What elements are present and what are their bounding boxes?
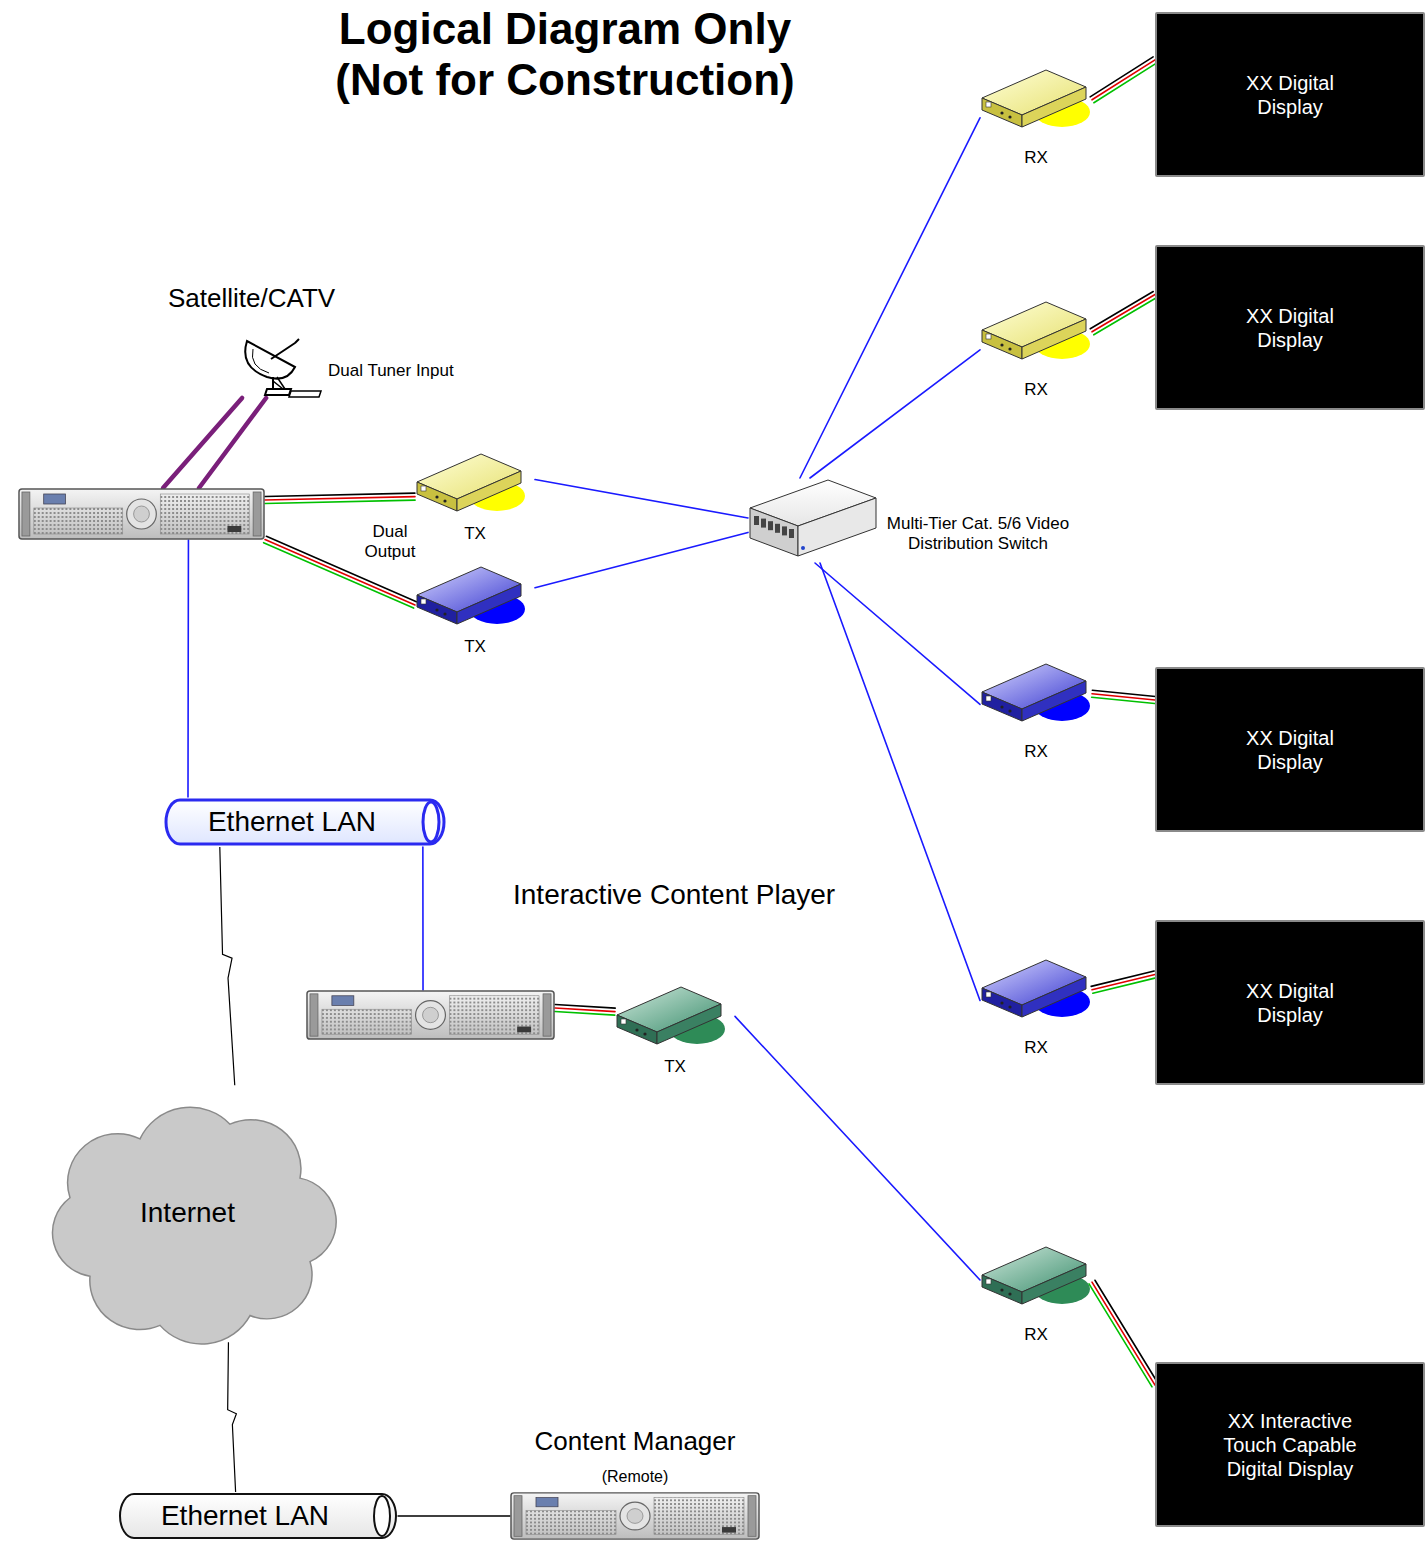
digital-display: XX Digital Display xyxy=(1155,12,1425,177)
device-icon xyxy=(980,1245,1090,1309)
node-label: Multi-Tier Cat. 5/6 Video Distribution S… xyxy=(878,514,1078,555)
node-label: RX xyxy=(980,742,1092,762)
headend-server: Dual Output xyxy=(18,488,265,540)
cable-link xyxy=(1090,57,1157,103)
digital-display: XX Digital Display xyxy=(1155,667,1425,832)
node-label: Dual Tuner Input xyxy=(328,361,454,381)
receiver-box: RX xyxy=(980,662,1092,768)
cable-link xyxy=(555,1005,615,1016)
node-label: Dual Output xyxy=(350,522,430,563)
server-icon xyxy=(510,1492,760,1540)
receiver-box: RX xyxy=(980,958,1092,1064)
cable-link xyxy=(220,847,235,1085)
digital-display: XX Digital Display xyxy=(1155,920,1425,1085)
cable-link xyxy=(163,398,266,488)
content-manager-server: Content Manager(Remote) xyxy=(510,1492,760,1540)
cable-link xyxy=(1089,1280,1158,1387)
server-icon xyxy=(306,990,555,1040)
node-label: (Remote) xyxy=(510,1467,760,1486)
cable-link xyxy=(535,480,748,518)
transmitter-box: TX xyxy=(415,565,535,660)
cable-link xyxy=(398,1516,510,1517)
cable-link xyxy=(535,532,748,587)
node-label: RX xyxy=(980,148,1092,168)
node-label: RX xyxy=(980,380,1092,400)
device-icon xyxy=(415,565,525,629)
node-label: Content Manager xyxy=(510,1426,760,1457)
node-label: Satellite/CATV xyxy=(168,283,335,314)
device-icon xyxy=(980,958,1090,1022)
node-label: RX xyxy=(980,1038,1092,1058)
node-label: XX Digital Display xyxy=(1230,304,1350,352)
cable-link xyxy=(1091,971,1156,993)
transmitter-box: TX xyxy=(415,452,535,547)
switch-icon xyxy=(748,478,878,560)
distribution-switch: Multi-Tier Cat. 5/6 Video Distribution S… xyxy=(748,478,1083,563)
device-icon xyxy=(615,985,725,1049)
ethernet-lan: Ethernet LAN xyxy=(163,797,447,847)
diagram-title: Logical Diagram Only (Not for Constructi… xyxy=(305,4,825,105)
receiver-box: RX xyxy=(980,300,1092,406)
device-icon xyxy=(980,300,1090,364)
node-label: Internet xyxy=(140,1196,235,1230)
cable-link xyxy=(265,493,415,503)
receiver-box: RX xyxy=(980,68,1092,174)
node-label: Interactive Content Player xyxy=(513,878,835,912)
transmitter-box: TX xyxy=(615,985,735,1080)
device-icon xyxy=(980,68,1090,132)
node-label: XX Digital Display xyxy=(1230,71,1350,119)
node-label: TX xyxy=(415,524,535,544)
node-label: TX xyxy=(615,1057,735,1077)
cable-link xyxy=(810,350,980,478)
satellite-dish: Satellite/CATV Dual Tuner Input xyxy=(165,283,495,398)
cable-link xyxy=(820,563,980,1000)
node-label: RX xyxy=(980,1325,1092,1345)
digital-display: XX Interactive Touch Capable Digital Dis… xyxy=(1155,1362,1425,1527)
node-label: XX Interactive Touch Capable Digital Dis… xyxy=(1213,1409,1368,1481)
satellite-dish-icon xyxy=(237,333,323,399)
node-label: Ethernet LAN xyxy=(208,805,376,839)
digital-display: XX Digital Display xyxy=(1155,245,1425,410)
cable-link xyxy=(1092,690,1156,703)
node-label: TX xyxy=(415,637,535,657)
cable-link xyxy=(735,1016,980,1280)
node-label: Ethernet LAN xyxy=(161,1499,329,1533)
cable-link xyxy=(800,118,980,478)
device-icon xyxy=(980,662,1090,726)
device-icon xyxy=(415,452,525,516)
node-label: XX Digital Display xyxy=(1230,726,1350,774)
cable-link xyxy=(1090,291,1157,334)
cable-link xyxy=(228,1342,237,1492)
cable-link xyxy=(187,540,188,797)
server-icon xyxy=(18,488,265,540)
node-label: XX Digital Display xyxy=(1230,979,1350,1027)
content-player-server: Interactive Content Player xyxy=(306,990,555,1040)
cable-link xyxy=(422,847,423,990)
cable-link xyxy=(815,563,980,704)
ethernet-lan: Ethernet LAN xyxy=(118,1492,398,1540)
internet-cloud: Internet xyxy=(30,1080,345,1345)
receiver-box: RX xyxy=(980,1245,1092,1351)
